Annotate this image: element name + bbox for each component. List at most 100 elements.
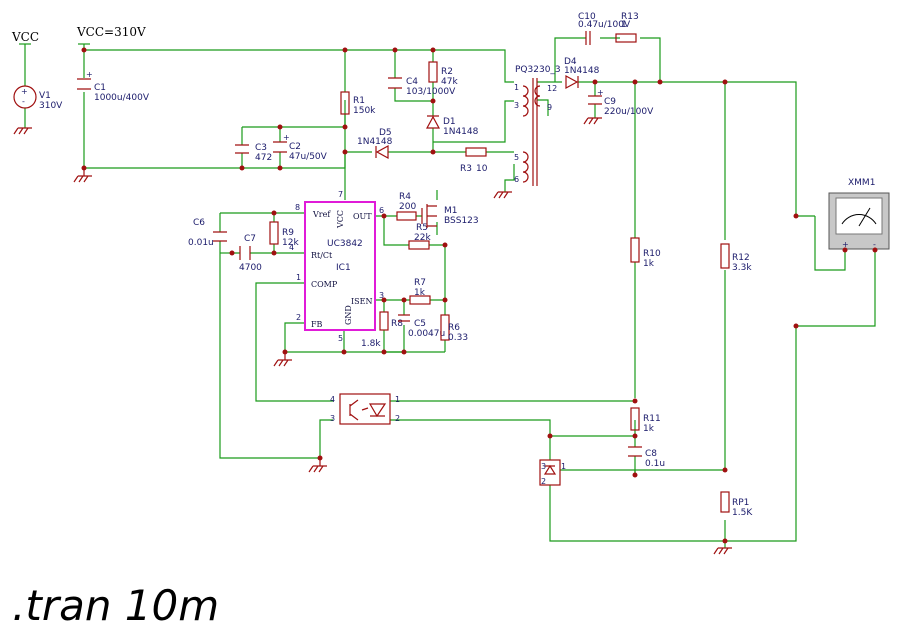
capacitor-c1[interactable]: + C1 1000u/400V [77,70,150,103]
svg-text:FB: FB [311,320,323,329]
svg-text:1k: 1k [643,424,655,434]
resistor-r9[interactable]: R9 12k [269,221,299,248]
svg-text:VCC=310V: VCC=310V [76,25,146,39]
svg-text:8: 8 [295,203,300,212]
svg-text:BSS123: BSS123 [444,216,479,226]
svg-text:5: 5 [514,153,519,162]
svg-text:ISEN: ISEN [351,297,372,306]
capacitor-c3[interactable]: C3 472 [235,143,272,163]
svg-text:GND: GND [344,305,353,325]
svg-text:1k: 1k [414,288,426,298]
svg-text:R1: R1 [353,96,365,106]
potentiometer-rp1[interactable]: RP1 1.5K [720,491,753,518]
svg-text:6: 6 [514,175,519,184]
svg-text:10: 10 [476,164,488,174]
resistor-r6[interactable]: R6 0.33 [440,314,468,343]
capacitor-c4[interactable]: C4 103/1000V [388,77,456,97]
resistor-r10[interactable]: R10 1k [630,237,661,269]
svg-text:D5: D5 [379,128,392,138]
svg-text:0.01u: 0.01u [188,238,214,248]
svg-text:C8: C8 [645,449,657,459]
resistor-r4[interactable]: R4 200 [396,192,417,221]
svg-text:OUT: OUT [353,212,372,221]
svg-text:PQ3230_3: PQ3230_3 [515,65,561,75]
svg-text:C1: C1 [94,83,106,93]
capacitor-c8[interactable]: C8 0.1u [628,446,665,469]
transformer-t1[interactable]: PQ3230_3 1 3 5 6 12 9 [514,65,561,186]
mosfet-m1[interactable]: M1 BSS123 [421,204,479,228]
diode-d1[interactable]: D1 1N4148 [425,115,479,137]
svg-text:R7: R7 [414,278,426,288]
svg-text:R2: R2 [441,67,453,77]
svg-text:1: 1 [561,462,566,471]
svg-text:R11: R11 [643,414,661,424]
svg-text:1N4148: 1N4148 [443,127,479,137]
svg-text:COMP: COMP [311,280,338,289]
svg-text:6: 6 [379,206,384,215]
shunt-regulator-tl431[interactable]: 3 1 2 [539,459,566,486]
diode-d4[interactable]: D4 1N4148 [564,57,600,90]
svg-text:1: 1 [395,395,400,404]
svg-text:V1: V1 [39,91,51,101]
svg-text:7: 7 [338,190,343,199]
svg-text:5: 5 [338,334,343,343]
svg-text:RP1: RP1 [732,498,749,508]
svg-text:1k: 1k [643,259,655,269]
capacitor-c6[interactable]: C6 0.01u [188,218,227,248]
svg-text:1N4148: 1N4148 [564,66,600,76]
svg-text:D4: D4 [564,57,577,67]
svg-text:12k: 12k [282,238,299,248]
svg-text:200: 200 [399,202,416,212]
svg-text:1N4148: 1N4148 [357,137,393,147]
svg-text:R4: R4 [399,192,411,202]
svg-text:C9: C9 [604,97,616,107]
svg-text:0.47u/100V: 0.47u/100V [578,20,631,30]
optocoupler[interactable]: 1 2 3 4 [330,393,400,425]
svg-text:Vref: Vref [312,210,331,219]
svg-text:+: + [842,240,849,249]
svg-text:0.33: 0.33 [448,333,468,343]
diode-d5[interactable]: D5 1N4148 [357,128,393,160]
capacitor-c5[interactable]: C5 0.0047u [398,314,445,339]
svg-text:1: 1 [621,20,627,30]
junctions [81,47,878,544]
svg-text:150k: 150k [353,106,376,116]
voltage-source-v1[interactable]: + - V1 310V [13,85,63,111]
svg-text:IC1: IC1 [336,263,351,273]
ic-uc3842[interactable]: Vref Rt/Ct COMP FB OUT ISEN VCC GND UC38… [289,190,384,343]
svg-text:VCC: VCC [11,30,39,44]
resistor-r11[interactable]: R11 1k [630,407,661,434]
svg-text:47u/50V: 47u/50V [289,152,328,162]
svg-text:R3: R3 [460,164,472,174]
svg-text:Rt/Ct: Rt/Ct [311,251,333,260]
svg-text:R6: R6 [448,323,460,333]
resistor-r5[interactable]: R5 22k [408,223,431,250]
svg-text:3.3k: 3.3k [732,263,752,273]
svg-text:XMM1: XMM1 [848,178,875,188]
capacitor-c7[interactable]: C7 4700 [239,234,262,273]
resistor-r1[interactable]: R1 150k [340,91,376,116]
resistor-r13[interactable]: R13 1 [615,12,639,43]
svg-text:2: 2 [296,313,301,322]
svg-text:M1: M1 [444,206,458,216]
capacitor-c9[interactable]: + C9 220u/100V [588,88,654,117]
svg-text:1000u/400V: 1000u/400V [94,93,150,103]
capacitor-c2[interactable]: + C2 47u/50V [273,133,328,162]
svg-text:C6: C6 [193,218,205,228]
svg-text:C4: C4 [406,77,418,87]
svg-text:220u/100V: 220u/100V [604,107,654,117]
svg-text:R8: R8 [391,319,403,329]
resistor-r3[interactable]: R3 10 [460,147,488,174]
capacitor-c10[interactable]: C10 0.47u/100V [578,12,631,45]
multimeter-xmm1[interactable]: XMM1 + - [828,178,890,250]
resistor-r8[interactable]: R8 1.8k [361,311,403,349]
svg-text:C10: C10 [578,12,596,22]
svg-text:3: 3 [514,101,519,110]
svg-text:C5: C5 [414,319,426,329]
resistor-r2[interactable]: R2 47k [428,61,458,87]
resistor-r7[interactable]: R7 1k [409,278,431,305]
resistor-r12[interactable]: R12 3.3k [720,243,752,273]
svg-text:0.0047u: 0.0047u [408,329,445,339]
svg-text:C7: C7 [244,234,256,244]
